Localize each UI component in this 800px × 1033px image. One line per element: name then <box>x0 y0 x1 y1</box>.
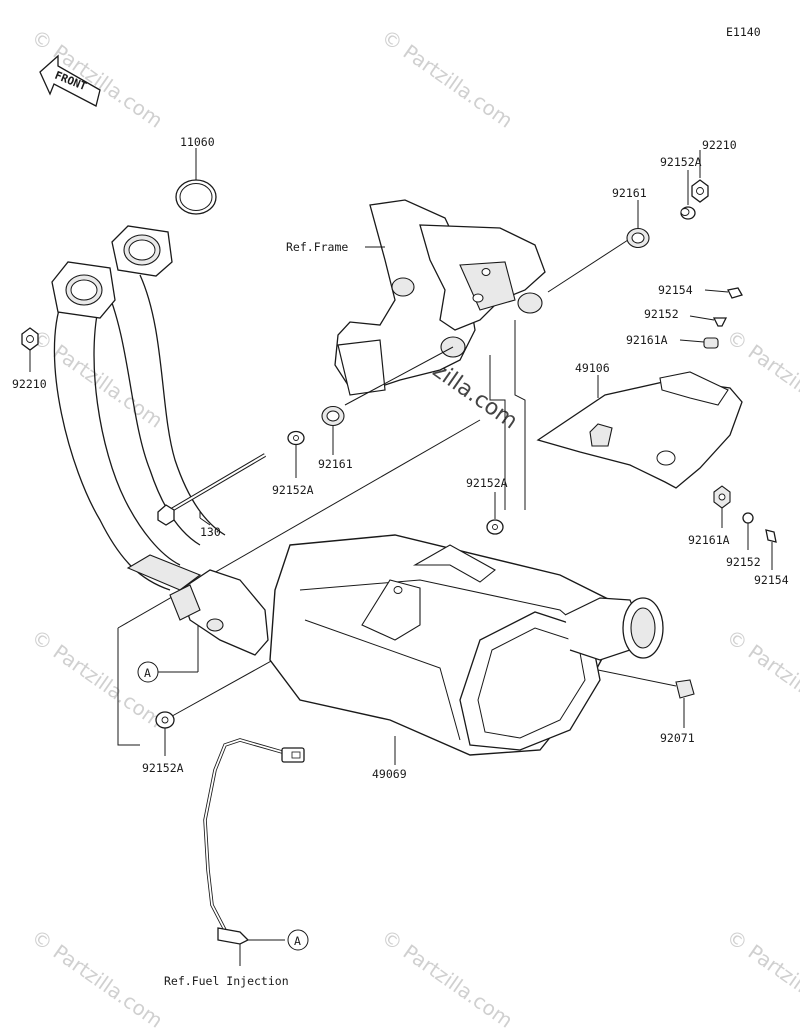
muffler-49069: 49069 <box>169 534 664 781</box>
part-label-92161-mid: 92161 <box>318 457 353 471</box>
callout-a-2-label: A <box>294 934 301 948</box>
watermark: © Partzilla.com <box>27 924 167 1032</box>
screw-92154-bot: 92154 <box>754 529 789 587</box>
bolt-130: 130 <box>157 453 267 539</box>
watermark: © Partzilla.com <box>27 324 167 432</box>
part-label-92161A-top: 92161A <box>626 333 668 347</box>
heat-shield-49106: 49106 <box>536 361 743 489</box>
part-label-49106: 49106 <box>575 361 610 375</box>
o2-sensor: Ref.Fuel Injection <box>164 738 305 988</box>
part-label-92154-bot: 92154 <box>754 573 789 587</box>
part-label-92152A-upper: 92152A <box>466 476 508 490</box>
nut-92210-right: 92210 <box>691 138 737 203</box>
screw-92154-top: 92154 <box>658 283 743 299</box>
washer-92152-top: 92152 <box>644 307 728 327</box>
part-label-92071: 92071 <box>660 731 695 745</box>
watermark: © Partzilla.com <box>377 924 517 1032</box>
callout-a-1: A <box>137 661 198 683</box>
part-label-92210-right: 92210 <box>702 138 737 152</box>
part-label-92152A-lower: 92152A <box>142 761 184 775</box>
part-label-92152-top: 92152 <box>644 307 679 321</box>
grommet-92161A-bot: 92161A <box>688 485 731 547</box>
part-label-92210-left: 92210 <box>12 377 47 391</box>
callout-a-2: A <box>287 929 309 951</box>
watermark: © Partzilla.com <box>377 24 517 132</box>
nut-92210-left: 92210 <box>12 327 47 391</box>
watermark: © Partzilla.com <box>722 624 800 732</box>
damper-92071: 92071 <box>597 669 695 745</box>
part-label-130: 130 <box>200 525 221 539</box>
washer-92152A-mid: 92152A <box>272 430 314 497</box>
gasket-ring-11060: 11060 <box>175 135 217 215</box>
washer-92152-bot: 92152 <box>726 512 761 569</box>
grommet-92161-right: 92161 <box>612 186 650 249</box>
part-label-92161-right: 92161 <box>612 186 647 200</box>
header-pipes <box>51 225 226 591</box>
part-label-92161A-bot: 92161A <box>688 533 730 547</box>
collar-92152A-right: 92152A <box>660 155 702 220</box>
part-label-92154-top: 92154 <box>658 283 693 297</box>
part-label-49069: 49069 <box>372 767 407 781</box>
washer-92152A-lower: 92152A <box>142 711 184 775</box>
ref-fuel-injection-label: Ref.Fuel Injection <box>164 974 289 988</box>
washer-92152A-upper: 92152A <box>466 476 508 535</box>
part-label-92152A-right: 92152A <box>660 155 702 169</box>
watermark: © Partzilla.com <box>722 924 800 1032</box>
front-arrow-icon: FRONT <box>39 54 101 107</box>
part-label-11060: 11060 <box>180 135 215 149</box>
callout-a-1-label: A <box>144 666 151 680</box>
part-label-92152A-mid: 92152A <box>272 483 314 497</box>
ref-frame-label: Ref.Frame <box>286 240 348 254</box>
grommet-92161-mid: 92161 <box>318 405 353 471</box>
part-label-92152-bot: 92152 <box>726 555 761 569</box>
grommet-92161A-top: 92161A <box>626 333 719 349</box>
frame-bracket: Ref.Frame <box>286 199 546 396</box>
watermarks: © Partzilla.com © Partzilla.com © Partzi… <box>27 24 800 1032</box>
diagram-code: E1140 <box>726 25 761 39</box>
